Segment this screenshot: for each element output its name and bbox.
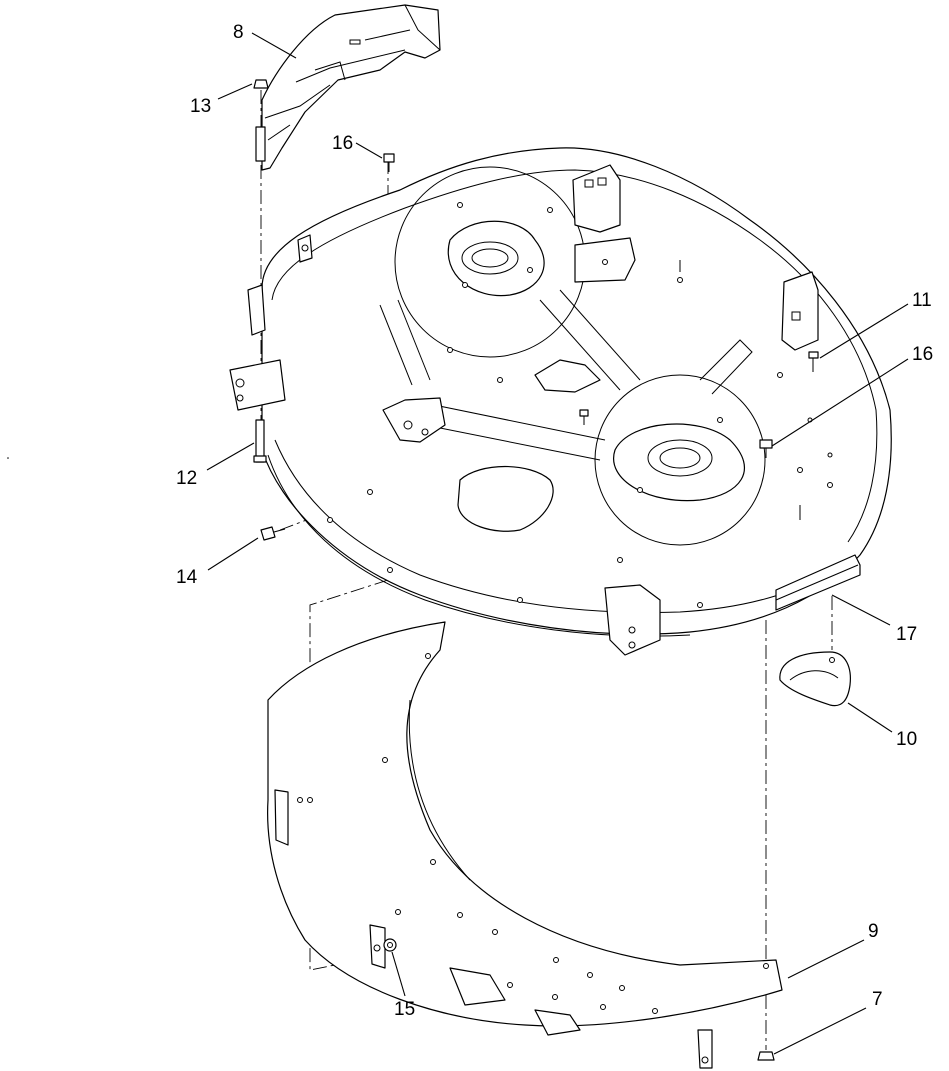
callout-16-right: 16 [912, 344, 933, 365]
callout-13: 13 [190, 96, 211, 117]
callout-11: 11 [912, 290, 932, 311]
callout-14: 14 [176, 567, 198, 588]
discharge-chute-part-8 [255, 4, 441, 171]
callout-15: 15 [394, 999, 415, 1020]
callout-labels: 8 13 16 11 16 12 14 17 10 9 15 7 [176, 22, 933, 1055]
fasteners [253, 79, 819, 1061]
deck-baffle-part-17 [775, 554, 861, 611]
deck-brackets [229, 164, 819, 656]
callout-16: 16 [332, 133, 353, 154]
baffle-part-9 [267, 621, 783, 1069]
deflector-part-10 [779, 651, 851, 707]
callout-10: 10 [896, 729, 917, 750]
callout-7: 7 [872, 989, 883, 1010]
callout-8: 8 [233, 22, 244, 43]
stray-dot [7, 457, 9, 459]
callout-9: 9 [868, 921, 879, 942]
deck-holes [327, 202, 833, 608]
callout-12: 12 [176, 468, 197, 489]
spindle-right [594, 374, 766, 546]
callout-17: 17 [896, 624, 917, 645]
